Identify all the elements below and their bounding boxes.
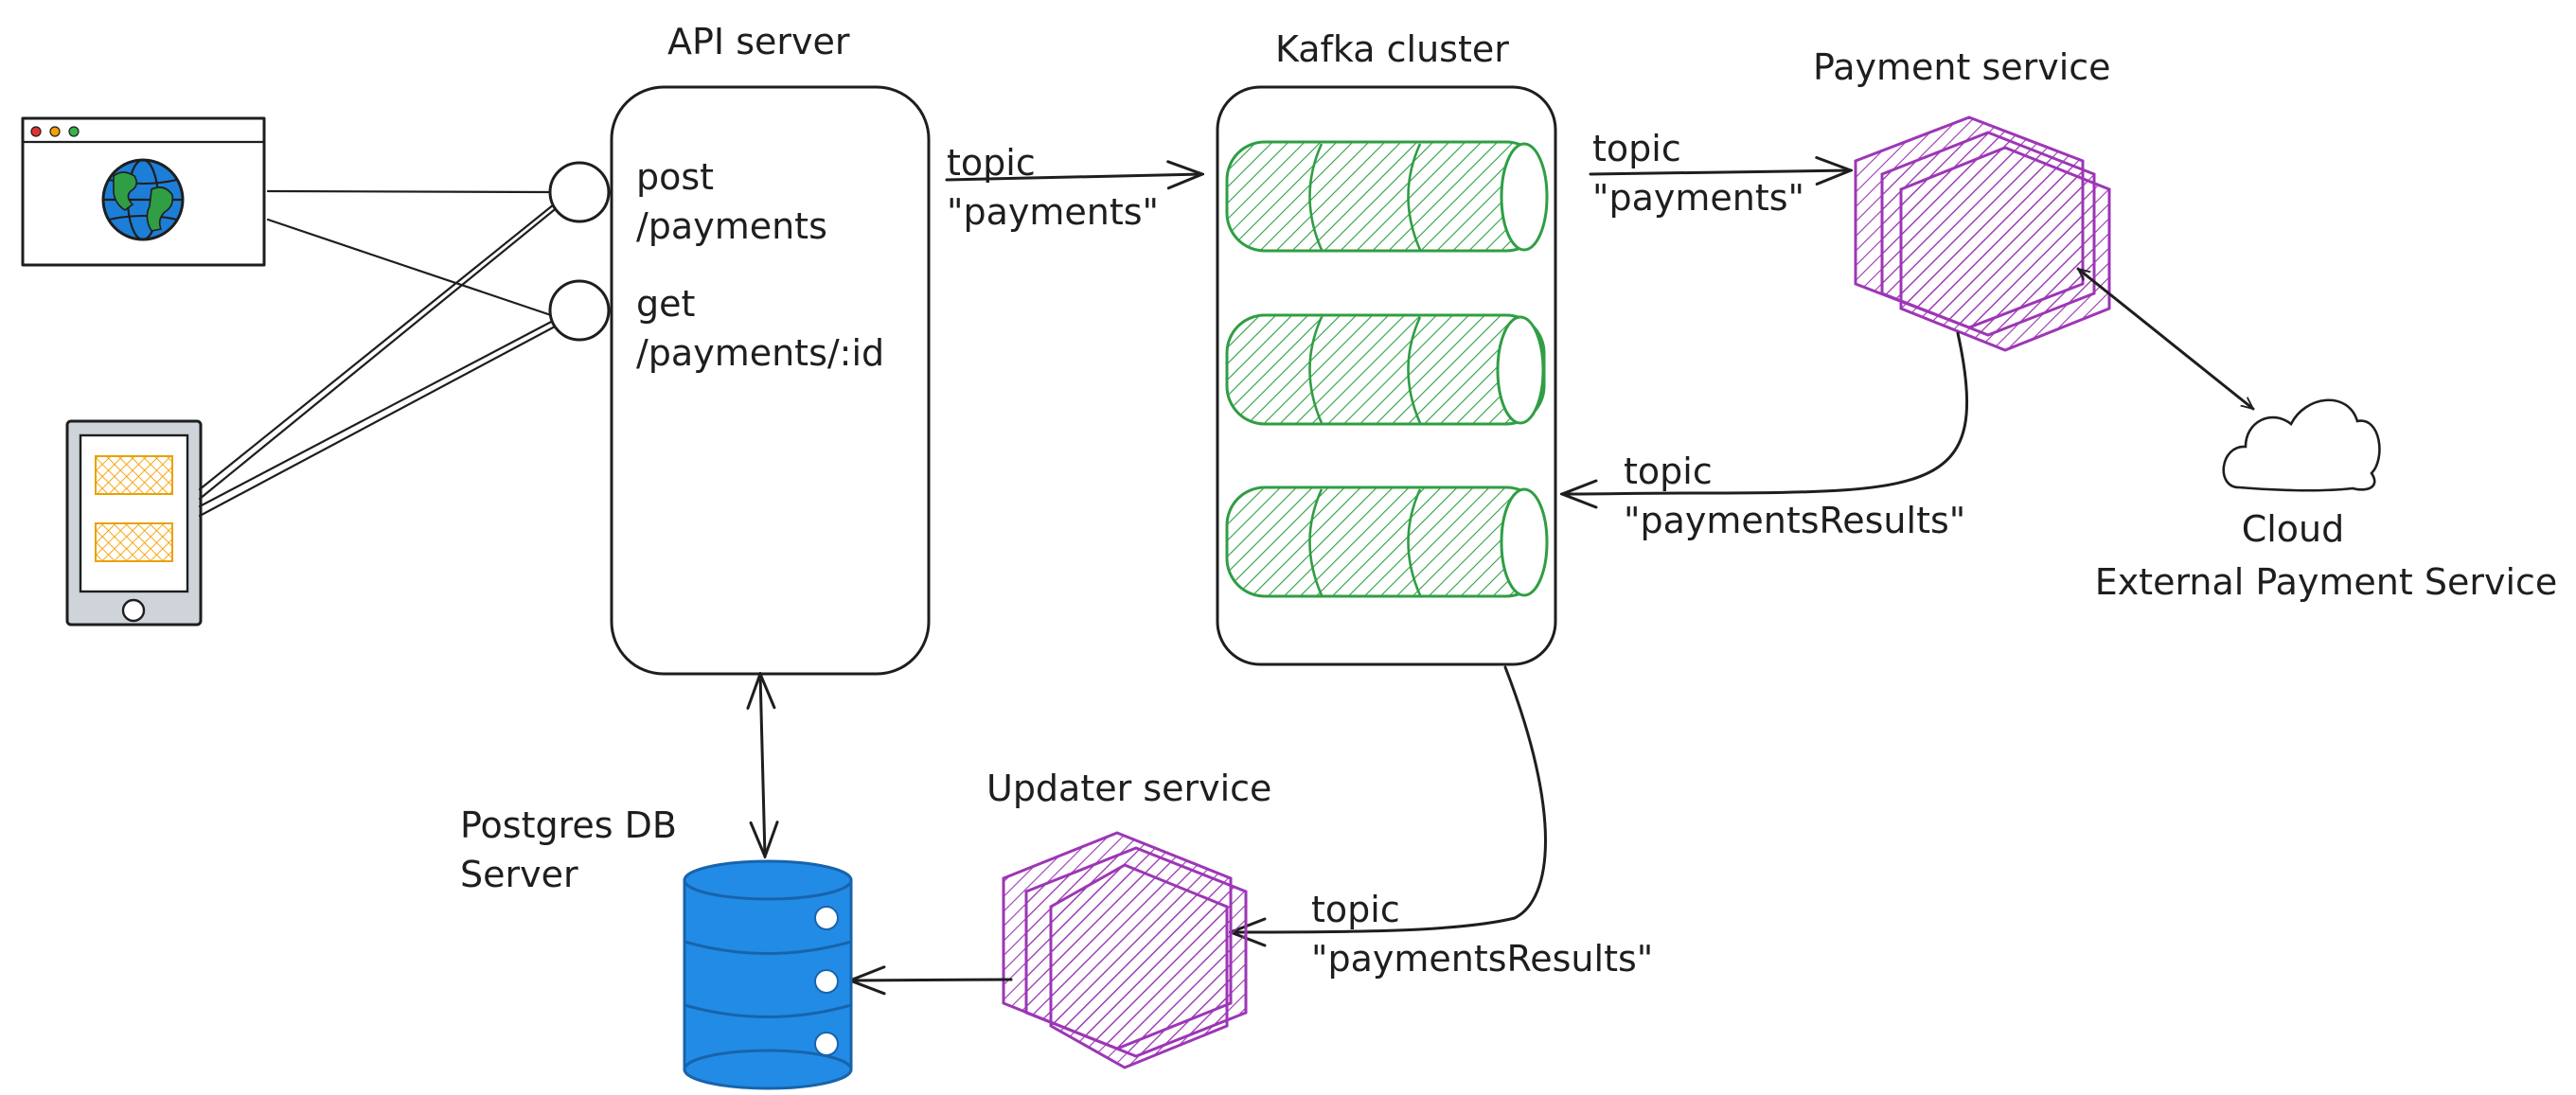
postgres-db: Postgres DB Server (460, 804, 853, 1090)
kafka-to-payment-label-1: topic (1592, 128, 1681, 169)
database-icon (683, 859, 853, 1090)
kafka-cluster-title: Kafka cluster (1275, 28, 1509, 70)
payment-to-kafka-label-1: topic (1624, 450, 1713, 492)
api-to-kafka-label-2: "payments" (947, 191, 1159, 233)
api-to-kafka-arrow: topic "payments" (945, 142, 1202, 233)
client-connections (198, 189, 560, 518)
updater-service-title: Updater service (986, 768, 1271, 809)
api-to-kafka-label-1: topic (947, 142, 1036, 184)
updater-service: Updater service (986, 768, 1271, 1069)
get-endpoint-port (548, 279, 611, 342)
payment-to-kafka-label-2: "paymentsResults" (1624, 500, 1965, 541)
cloud-external-service: Cloud External Payment Service (2095, 398, 2558, 603)
window-close-dot (30, 126, 42, 137)
kafka-cluster: Kafka cluster (1216, 28, 1557, 666)
kafka-to-payment-label-2: "payments" (1592, 177, 1804, 219)
get-endpoint-method: get (636, 283, 695, 325)
payment-to-kafka-arrow: topic "paymentsResults" (1562, 331, 1969, 541)
window-max-dot (68, 126, 80, 137)
kafka-to-updater-arrow: topic "paymentsResults" (1231, 665, 1653, 980)
payment-service-title: Payment service (1813, 46, 2111, 88)
cloud-subtitle: External Payment Service (2095, 561, 2558, 603)
globe-icon (101, 158, 185, 241)
browser-client (21, 116, 266, 267)
mobile-client (65, 419, 203, 627)
api-server-title: API server (667, 21, 850, 62)
kafka-to-updater-label-1: topic (1311, 889, 1400, 930)
get-endpoint-path: /payments/:id (636, 332, 884, 374)
window-min-dot (49, 126, 61, 137)
post-endpoint-path: /payments (636, 205, 827, 247)
kafka-to-updater-label-2: "paymentsResults" (1311, 938, 1653, 980)
kafka-to-payment-arrow: topic "payments" (1589, 128, 1851, 219)
cloud-title: Cloud (2242, 508, 2345, 550)
api-server: API server post /payments get /payments/… (548, 21, 931, 676)
db-title: Postgres DB (460, 804, 677, 846)
db-subtitle: Server (460, 854, 578, 895)
post-endpoint-method: post (636, 156, 714, 198)
post-endpoint-port (548, 161, 611, 223)
payment-service: Payment service (1813, 46, 2111, 352)
cloud-icon (2222, 398, 2381, 492)
kafka-partition-2 (1225, 313, 1546, 426)
kafka-partition-1 (1225, 140, 1549, 253)
api-db-arrow (760, 674, 765, 857)
kafka-partition-3 (1225, 486, 1549, 598)
payment-cloud-arrow (2078, 267, 2253, 411)
